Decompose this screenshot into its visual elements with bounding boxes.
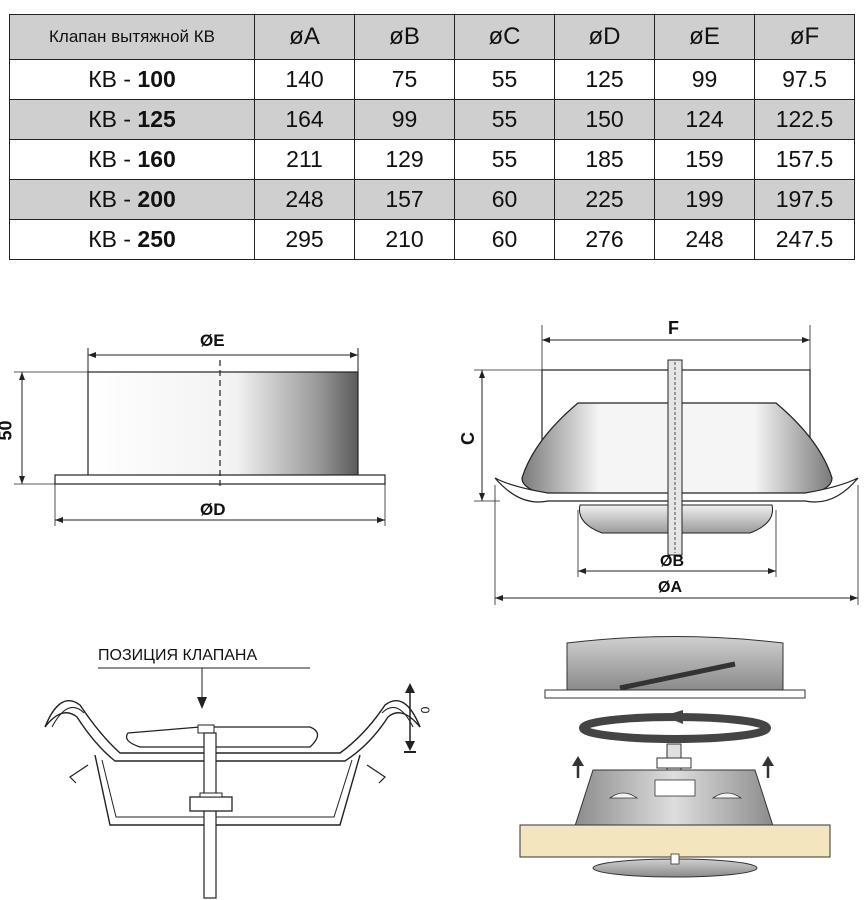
model-size: 100 — [137, 66, 176, 92]
model-prefix: КВ - — [88, 226, 138, 252]
model-size: 250 — [137, 226, 176, 252]
value-f: 122.5 — [754, 99, 855, 140]
model-cell: КВ - 100 — [9, 59, 255, 100]
table-row: КВ - 100 140 75 55 125 99 97.5 — [9, 59, 855, 100]
outer-shell — [44, 700, 421, 762]
value-d: 150 — [554, 99, 655, 140]
scale-zero-label: 0 — [418, 706, 433, 714]
header-a: øA — [254, 14, 355, 60]
table-header-row: Клапан вытяжной КВ øA øB øC øD øE øF — [9, 14, 855, 60]
assembly-cone — [574, 769, 774, 827]
value-b: 75 — [354, 59, 455, 100]
model-cell: КВ - 160 — [9, 139, 255, 180]
value-e: 99 — [654, 59, 755, 100]
side-view-drawing — [14, 348, 386, 526]
dim-label-b: ØB — [660, 553, 684, 570]
dimensions-table: Клапан вытяжной КВ øA øB øC øD øE øF КВ … — [9, 14, 855, 260]
value-b: 129 — [354, 139, 455, 180]
model-size: 160 — [137, 146, 176, 172]
model-size: 200 — [137, 186, 176, 212]
wall-panel — [519, 824, 831, 858]
dim-label-d: ØD — [200, 500, 226, 519]
value-f: 197.5 — [754, 179, 855, 220]
dim-label-c: C — [458, 432, 478, 445]
header-e: øE — [654, 14, 755, 60]
value-d: 276 — [554, 219, 655, 260]
damper-plate — [125, 726, 319, 748]
table-row: КВ - 200 248 157 60 225 199 197.5 — [9, 179, 855, 220]
model-cell: КВ - 125 — [9, 99, 255, 140]
model-prefix: КВ - — [88, 106, 138, 132]
value-b: 157 — [354, 179, 455, 220]
value-f: 157.5 — [754, 139, 855, 180]
value-a: 248 — [254, 179, 355, 220]
model-cell: КВ - 200 — [9, 179, 255, 220]
value-a: 295 — [254, 219, 355, 260]
header-model: Клапан вытяжной КВ — [9, 14, 255, 60]
value-d: 125 — [554, 59, 655, 100]
nut — [189, 796, 233, 812]
cylinder-body — [87, 371, 359, 478]
dim-label-f: F — [668, 318, 679, 338]
dim-label-e: ØE — [200, 331, 225, 350]
valve-position-caption: ПОЗИЦИЯ КЛАПАНА — [98, 647, 258, 664]
dim-label-height: 50 — [0, 420, 16, 441]
value-a: 164 — [254, 99, 355, 140]
header-c: øC — [454, 14, 555, 60]
value-c: 55 — [454, 139, 555, 180]
value-f: 97.5 — [754, 59, 855, 100]
value-c: 55 — [454, 99, 555, 140]
value-e: 124 — [654, 99, 755, 140]
model-size: 125 — [137, 106, 176, 132]
section-view-drawing — [44, 667, 421, 899]
value-b: 99 — [354, 99, 455, 140]
value-d: 225 — [554, 179, 655, 220]
header-f: øF — [754, 14, 855, 60]
dim-label-a: ØA — [658, 579, 682, 596]
front-view-drawing — [474, 325, 859, 605]
header-d: øD — [554, 14, 655, 60]
table-row: КВ - 250 295 210 60 276 248 247.5 — [9, 219, 855, 260]
table-row: КВ - 160 211 129 55 185 159 157.5 — [9, 139, 855, 180]
model-prefix: КВ - — [88, 66, 138, 92]
value-c: 60 — [454, 179, 555, 220]
value-e: 199 — [654, 179, 755, 220]
assembly-top-cap — [566, 636, 784, 691]
value-a: 140 — [254, 59, 355, 100]
value-e: 159 — [654, 139, 755, 180]
housing-cup — [94, 754, 361, 826]
value-b: 210 — [354, 219, 455, 260]
value-e: 248 — [654, 219, 755, 260]
model-cell: КВ - 250 — [9, 219, 255, 260]
value-d: 185 — [554, 139, 655, 180]
value-c: 60 — [454, 219, 555, 260]
value-f: 247.5 — [754, 219, 855, 260]
table-row: КВ - 125 164 99 55 150 124 122.5 — [9, 99, 855, 140]
spindle — [203, 732, 217, 899]
model-prefix: КВ - — [88, 186, 138, 212]
value-c: 55 — [454, 59, 555, 100]
assembly-view-drawing — [519, 636, 831, 878]
model-prefix: КВ - — [88, 146, 138, 172]
value-a: 211 — [254, 139, 355, 180]
header-b: øB — [354, 14, 455, 60]
